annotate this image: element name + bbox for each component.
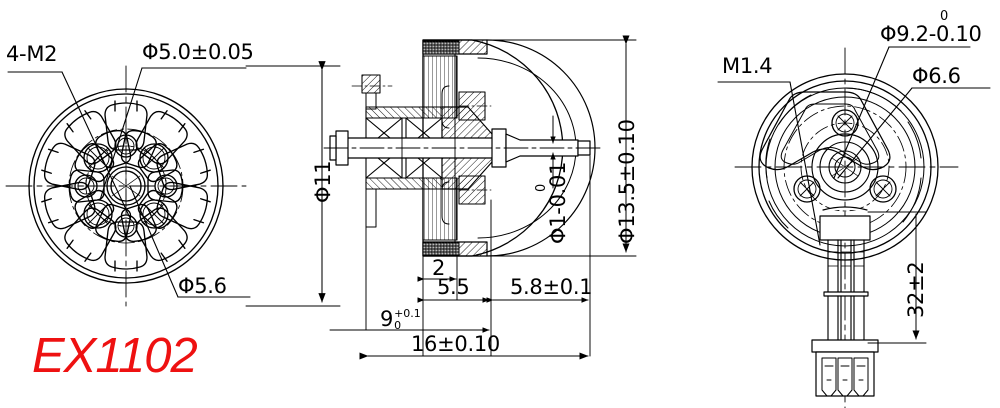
label-stator-stack: 2 xyxy=(432,256,446,280)
left-view-centerlines xyxy=(5,65,247,307)
base-end-view-group xyxy=(717,46,991,408)
small-vent-holes xyxy=(74,134,178,238)
label-phi-6-6: Φ6.6 xyxy=(912,64,961,88)
label-4-m2: 4-M2 xyxy=(6,42,58,66)
base-outer-circle-2 xyxy=(758,80,932,254)
motor-wires xyxy=(823,239,869,341)
cross-section-view-group xyxy=(245,35,637,360)
label-phi-9-2-tol-upper: 0 xyxy=(940,9,949,24)
label-phi-11: Φ11 xyxy=(311,160,335,203)
leader-phi92 xyxy=(833,46,890,179)
vent-arcs xyxy=(765,87,922,229)
base-outer-circle xyxy=(751,73,939,261)
part-number: EX1102 xyxy=(32,329,198,383)
label-mount-depth: 9 xyxy=(380,307,394,332)
bolt-circle-large xyxy=(68,128,184,244)
label-mount-depth-group: 9 +0.1 0 xyxy=(380,308,421,331)
base-center-boss xyxy=(811,133,879,201)
label-phi-9-2: Φ9.2-0.10 xyxy=(880,22,982,46)
label-phi-5-0: Φ5.0±0.05 xyxy=(142,40,254,64)
label-body-length: 5.5 xyxy=(437,275,470,299)
bell-end-view-group xyxy=(5,61,333,307)
label-overall-length: 16±0.10 xyxy=(411,332,500,356)
dim-overall-diameter xyxy=(489,35,637,257)
label-phi-1: Φ1-0.01 xyxy=(546,161,570,244)
center-shaft-bore xyxy=(106,166,146,206)
dim-wire-length xyxy=(867,211,927,344)
bell-bolt-bosses xyxy=(441,85,492,225)
leader-phi66 xyxy=(837,87,913,179)
label-phi-1-tol-upper: 0 xyxy=(534,183,549,192)
bell-outer-circle-inner xyxy=(33,93,219,279)
wire-exit-block xyxy=(819,206,871,241)
label-wire-length: 32±2 xyxy=(904,261,928,318)
label-phi-5-6: Φ5.6 xyxy=(178,274,227,298)
label-mount-depth-tolerance: +0.1 0 xyxy=(394,308,421,331)
label-shaft-exposed: 5.8±0.1 xyxy=(510,275,593,299)
right-view-leaders xyxy=(717,46,991,246)
magnet-segments xyxy=(422,40,460,256)
label-phi-13-5: Φ13.5±0.10 xyxy=(615,119,639,244)
m2-screw-holes xyxy=(83,143,169,229)
label-mount-depth-tol-lower: 0 xyxy=(394,318,402,332)
left-view-leaders xyxy=(7,67,251,298)
leader-4m2 xyxy=(61,71,131,219)
leader-m14 xyxy=(789,81,821,246)
bell-outer-circle xyxy=(28,88,224,284)
connector-housing xyxy=(811,339,879,397)
phi11-extension xyxy=(245,65,341,307)
leader-phi56 xyxy=(129,185,179,298)
label-shaft-tol-group: 0 xyxy=(530,184,549,192)
leader-phi5 xyxy=(99,67,143,201)
label-shaft-diameter-group: Φ1-0.01 xyxy=(546,161,570,244)
label-mount-depth-tol-upper: +0.1 xyxy=(394,307,421,320)
label-m1-4: M1.4 xyxy=(722,54,773,78)
linear-dim-extensions xyxy=(365,155,591,357)
